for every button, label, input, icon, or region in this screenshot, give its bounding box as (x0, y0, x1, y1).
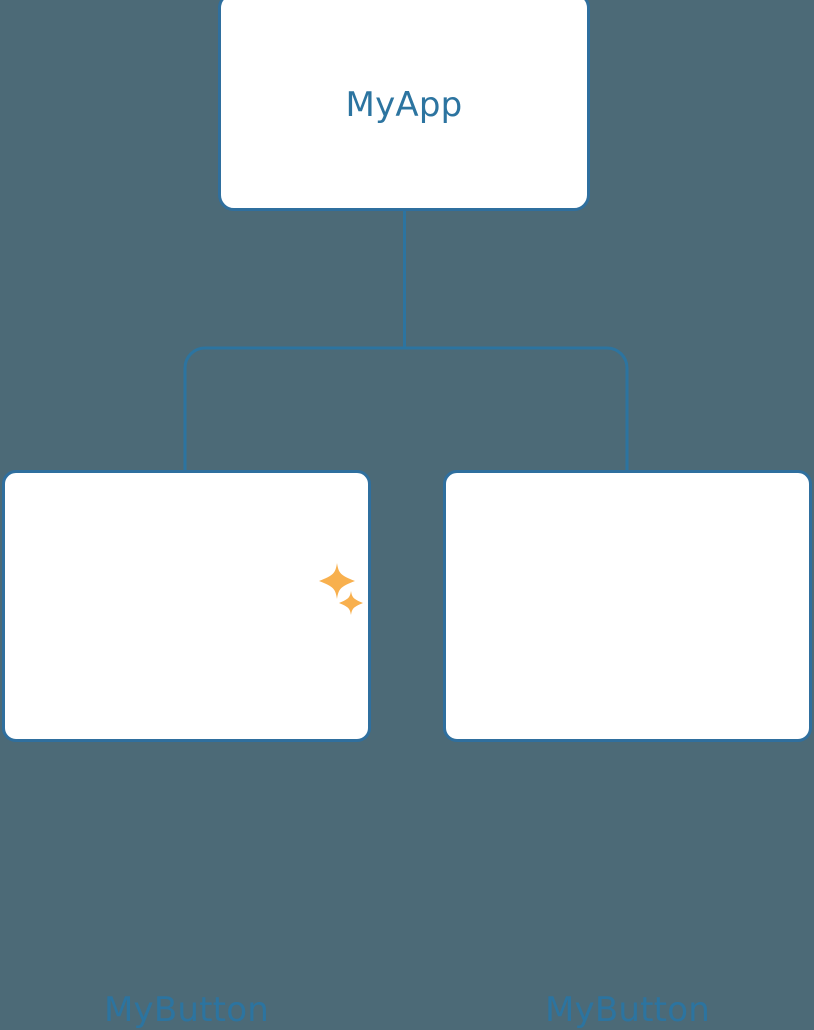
connector-branch-left (183, 346, 405, 474)
component-card-mybutton-right[interactable]: MyButton (443, 470, 812, 1030)
sparkle-icon (319, 563, 355, 599)
component-card-myapp[interactable]: MyApp (218, 0, 590, 211)
component-card-mybutton-left[interactable]: MyButton (2, 470, 371, 1030)
component-title: MyButton (104, 990, 269, 1030)
component-title: MyButton (545, 990, 710, 1030)
connector-lines (183, 209, 629, 474)
connector-branch-right (404, 346, 629, 474)
sparkle-icon-small (339, 591, 363, 615)
component-title: MyApp (345, 85, 463, 125)
